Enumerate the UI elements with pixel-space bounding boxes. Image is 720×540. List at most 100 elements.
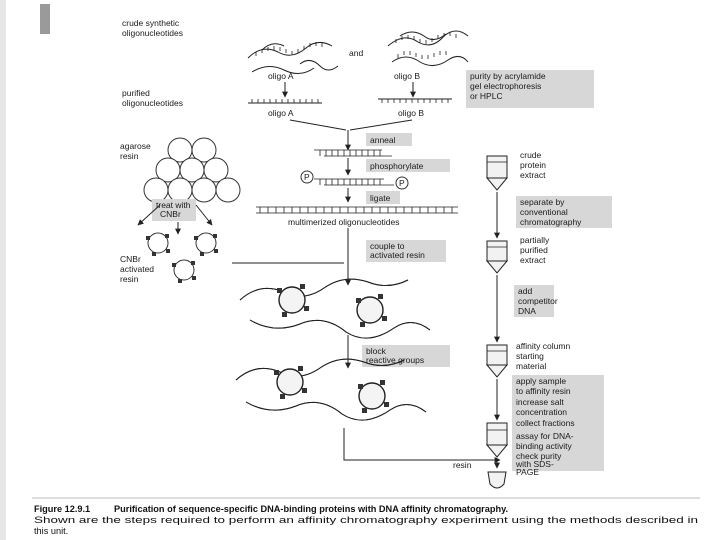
multimerized-strand — [256, 206, 458, 214]
collection-tube-icon — [487, 471, 507, 489]
label-multimerized: multimerized oligonucleotides — [288, 217, 400, 227]
coupled-resin-illustration — [239, 278, 431, 339]
label-phosphorylate: phosphorylate — [370, 161, 424, 171]
purified-line-2: oligonucleotides — [122, 98, 183, 108]
check-line-3: PAGE — [516, 467, 539, 477]
couple-box — [366, 240, 446, 262]
arrow-cnbr-right — [195, 204, 213, 226]
scan-left-edge — [0, 0, 6, 540]
check-line-2: with SDS- — [515, 459, 554, 469]
affinity-line-1: affinity column — [516, 341, 570, 351]
ligate-box — [366, 191, 400, 204]
anneal-box — [366, 133, 412, 146]
check-line-1: check purity — [516, 451, 562, 461]
arrow-cnbr-left — [137, 204, 161, 226]
cnbr-line-2: activated — [120, 264, 154, 274]
converge-line-b — [349, 119, 413, 131]
label-oligo-a-bottom: oligo A — [268, 108, 294, 118]
couple-line-2: activated resin — [370, 250, 425, 260]
purified-line-1: purified — [122, 88, 150, 98]
separate-box — [516, 196, 612, 228]
crude-line-2: oligonucleotides — [122, 28, 183, 38]
converge-line-a — [289, 119, 347, 131]
label-oligo-a-top: oligo A — [268, 71, 294, 81]
label-oligo-b-top: oligo B — [394, 71, 420, 81]
competitor-line-3: DNA — [518, 306, 536, 316]
crude-oligo-a-strands — [247, 42, 339, 74]
separate-line-2: conventional — [520, 207, 568, 217]
caption-title: Purification of sequence-specific DNA-bi… — [114, 504, 508, 514]
purity-line-1: purity by acrylamide — [470, 71, 546, 81]
caption-body-line-2: this unit. — [34, 526, 68, 536]
agarose-line-1: agarose — [120, 141, 151, 151]
partially-line-3: extract — [520, 255, 546, 265]
purified-oligo-a — [248, 99, 322, 104]
label-p-left: P — [304, 172, 310, 182]
crude-protein-line-1: crude — [520, 150, 542, 160]
treat-line-2: CNBr — [160, 209, 181, 219]
agarose-bead-cluster — [143, 137, 241, 203]
final-column-tube — [485, 422, 509, 458]
label-assay: assay for DNA-binding activity — [516, 431, 574, 451]
partially-line-2: purified — [520, 245, 548, 255]
crude-protein-line-2: protein — [520, 160, 546, 170]
blocked-resin-illustration — [235, 358, 427, 421]
crude-protein-line-3: extract — [520, 170, 546, 180]
label-collect: collect fractions — [516, 418, 575, 428]
crude-line-1: crude synthetic — [122, 18, 180, 28]
affinity-line-3: material — [516, 361, 546, 371]
scan-border-mark — [40, 4, 50, 34]
affinity-column-tube — [485, 344, 509, 378]
assay-line-1: assay for DNA- — [516, 431, 574, 441]
affinity-line-2: starting — [516, 351, 544, 361]
label-and: and — [349, 48, 363, 58]
competitor-box — [514, 285, 554, 317]
phosphorylated-duplex — [314, 178, 394, 186]
purity-line-3: or HPLC — [470, 91, 503, 101]
phosphate-right-icon — [395, 176, 409, 190]
separate-line-3: chromatography — [520, 217, 582, 227]
cnbr-activated-beads — [146, 232, 218, 283]
purified-oligo-b — [378, 98, 452, 103]
cnbr-line-1: CNBr — [120, 254, 141, 264]
treat-line-1: treat with — [156, 200, 191, 210]
crude-extract-tube — [485, 155, 509, 191]
competitor-line-2: competitor — [518, 296, 558, 306]
annealed-duplex — [314, 149, 392, 157]
label-anneal: anneal — [370, 135, 396, 145]
assay-line-2: binding activity — [516, 441, 573, 451]
steps-box — [512, 375, 604, 471]
block-line-2: reactive groups — [366, 355, 424, 365]
label-ligate: ligate — [370, 193, 391, 203]
purity-line-2: gel electrophoresis — [470, 81, 541, 91]
block-line-1: block — [366, 346, 387, 356]
competitor-line-1: add — [518, 286, 532, 296]
agarose-line-2: resin — [120, 151, 139, 161]
apply-line-2: to affinity resin — [516, 386, 571, 396]
partially-line-1: partially — [520, 235, 550, 245]
cnbr-line-3: resin — [120, 274, 139, 284]
treat-cnbr-box — [152, 199, 196, 221]
caption-figure-number: Figure 12.9.1 — [34, 504, 90, 514]
salt-line-2: concentration — [516, 407, 567, 417]
couple-line-1: couple to — [370, 241, 405, 251]
label-resin: resin — [453, 460, 472, 470]
partial-extract-tube — [485, 240, 509, 274]
label-p-right: P — [399, 178, 405, 188]
